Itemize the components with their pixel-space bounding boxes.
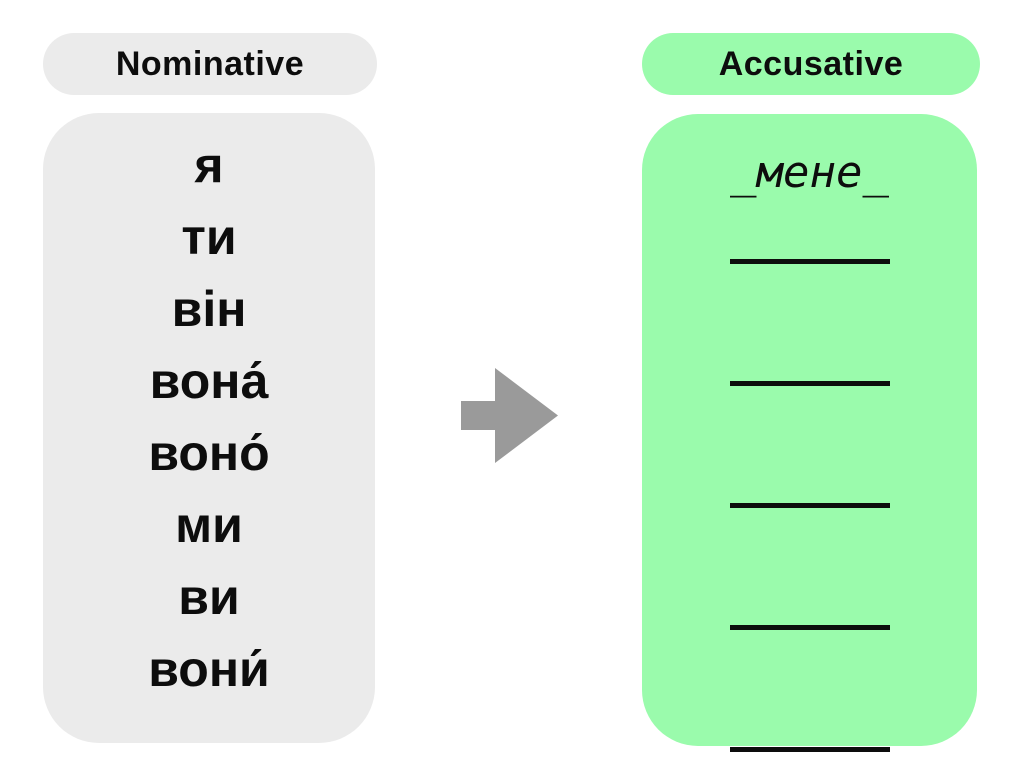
- blank-line: [729, 259, 890, 264]
- arrow-right-shape: [461, 368, 558, 463]
- nominative-panel: я ти він вона́ воно́ ми ви вони́: [43, 113, 375, 743]
- nominative-word: я: [194, 137, 224, 193]
- nominative-word: воно́: [148, 425, 270, 481]
- answer-blank-row: [642, 381, 977, 453]
- nominative-header-label: Nominative: [115, 44, 305, 83]
- blank-line: [729, 625, 890, 630]
- nominative-word: ви: [178, 569, 240, 625]
- nominative-word-list: я ти він вона́ воно́ ми ви вони́: [43, 129, 375, 705]
- filled-answer-row: _мене_: [642, 137, 977, 209]
- nominative-word: вона́: [149, 353, 269, 409]
- answer-blank-row: [642, 625, 977, 697]
- nominative-word: ми: [175, 497, 243, 553]
- nominative-word: він: [171, 281, 247, 337]
- accusative-panel: _мене_: [642, 114, 977, 752]
- nominative-word: вони́: [148, 641, 270, 697]
- answer-blank-row: [642, 259, 977, 331]
- blank-line: [729, 747, 890, 752]
- answer-blank-list: [642, 259, 977, 762]
- arrow-right-icon: [458, 365, 560, 466]
- nominative-header-pill: Nominative: [43, 33, 377, 95]
- answer-blank-row: [642, 503, 977, 575]
- answer-blank-row: [642, 747, 977, 762]
- nominative-word: ти: [181, 209, 237, 265]
- accusative-header-label: Accusative: [718, 44, 904, 83]
- blank-line: [729, 503, 890, 508]
- filled-answer-text: _мене_: [730, 147, 889, 198]
- accusative-header-pill: Accusative: [642, 33, 980, 95]
- blank-line: [729, 381, 890, 386]
